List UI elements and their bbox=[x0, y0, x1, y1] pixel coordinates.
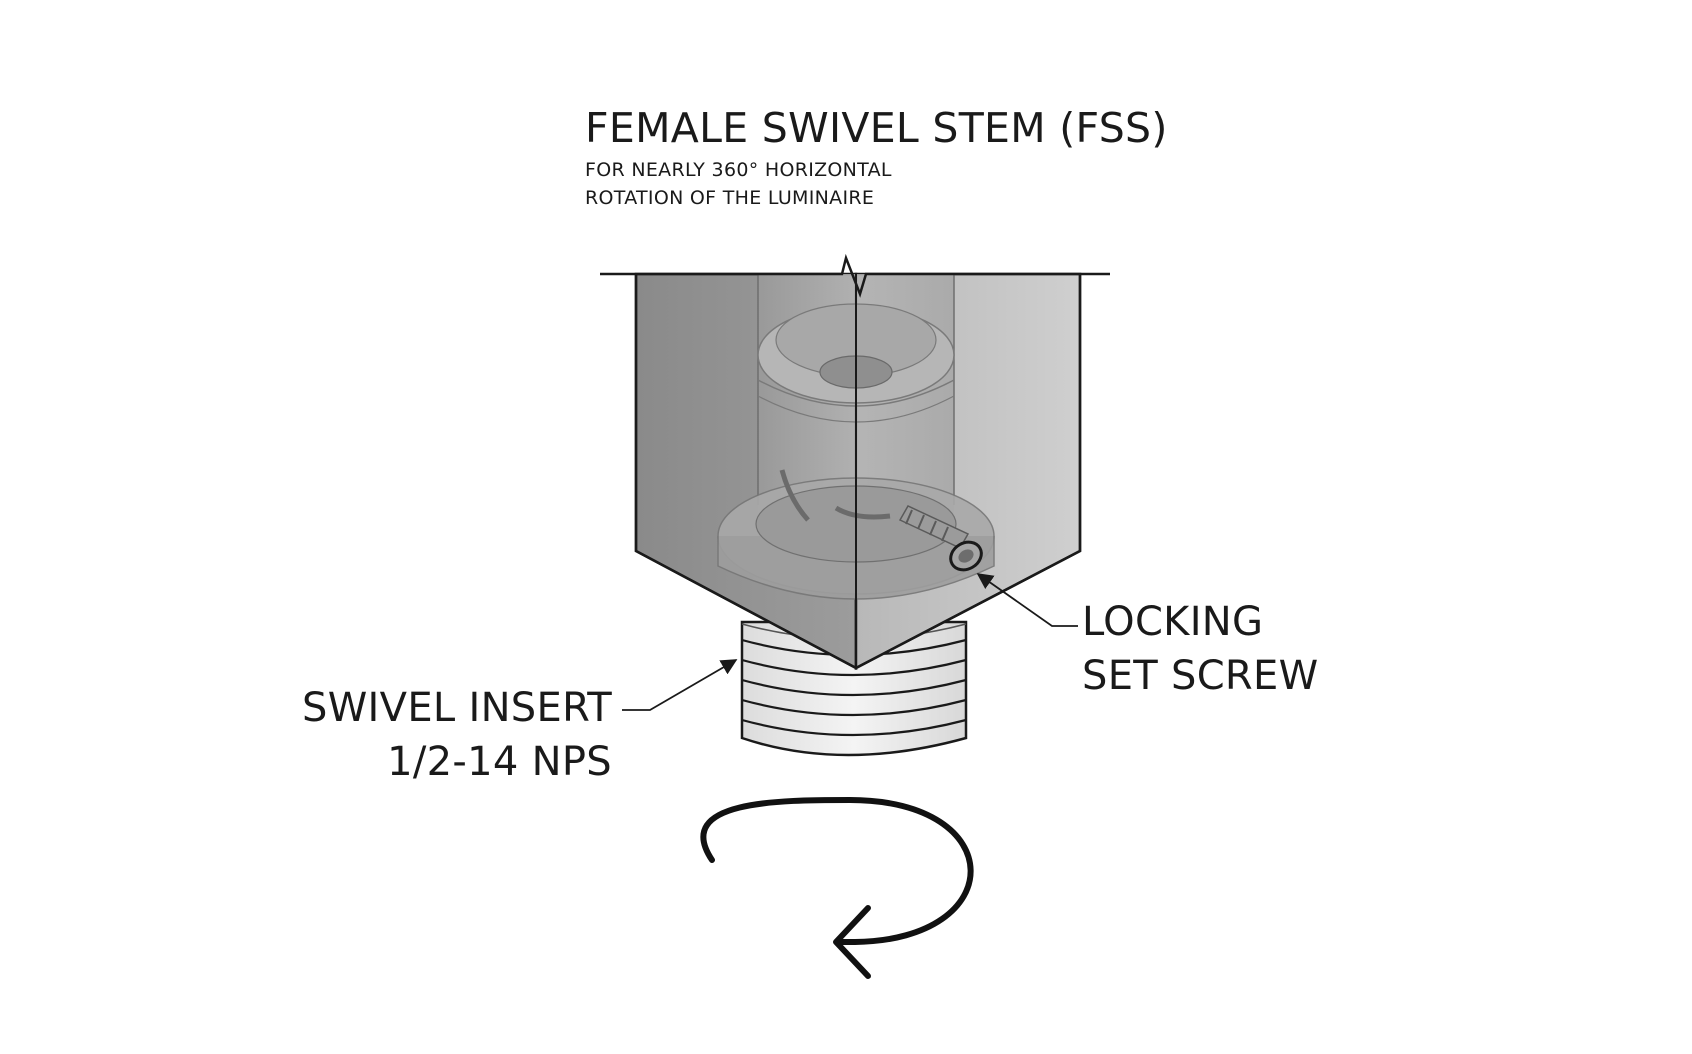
callout-locking-set-screw-line-2: SET SCREW bbox=[1082, 653, 1319, 699]
leader-swivel-insert bbox=[622, 659, 738, 711]
subtitle-line-2: ROTATION OF THE LUMINAIRE bbox=[585, 187, 875, 209]
callout-swivel-insert-line-2: 1/2-14 NPS bbox=[387, 739, 612, 785]
break-line bbox=[600, 253, 1110, 298]
diagram-title: FEMALE SWIVEL STEM (FSS) bbox=[585, 104, 1168, 152]
rotation-arrow-icon bbox=[700, 796, 974, 979]
callout-locking-set-screw-line-1: LOCKING bbox=[1082, 599, 1264, 645]
swivel-insert-threads bbox=[740, 620, 968, 757]
stem-housing bbox=[634, 272, 1082, 671]
set-screw bbox=[898, 505, 983, 572]
leader-locking-set-screw bbox=[976, 573, 1078, 627]
subtitle-line-1: FOR NEARLY 360° HORIZONTAL bbox=[585, 159, 892, 181]
callout-swivel-insert-line-1: SWIVEL INSERT bbox=[302, 685, 612, 731]
